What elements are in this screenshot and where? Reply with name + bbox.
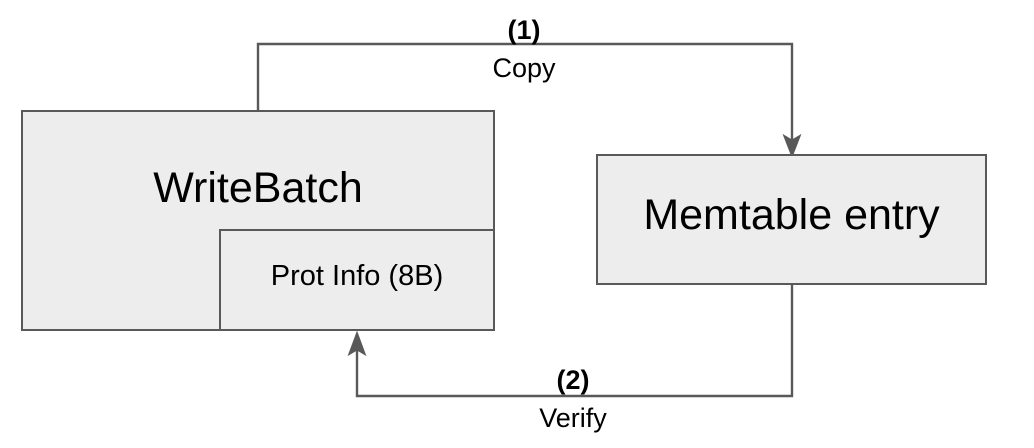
edge-copy-label: Copy [492,53,556,83]
edge-verify-label: Verify [539,403,607,433]
edge-verify-arrowhead-icon [347,330,367,357]
node-writebatch-label: WriteBatch [153,164,363,212]
edge-copy [256,42,802,159]
edge-verify [347,285,794,398]
edge-copy-numeral: (1) [507,15,541,45]
edge-copy-arrowhead-icon [782,133,802,159]
node-memtable-entry-label: Memtable entry [643,191,940,239]
node-memtable-entry[interactable] [596,154,987,285]
edge-verify-numeral: (2) [556,365,590,395]
edge-verify-path [355,285,794,398]
edge-copy-path [256,42,794,146]
node-prot-info[interactable] [219,229,495,331]
node-prot-info-label: Prot Info (8B) [270,260,444,292]
